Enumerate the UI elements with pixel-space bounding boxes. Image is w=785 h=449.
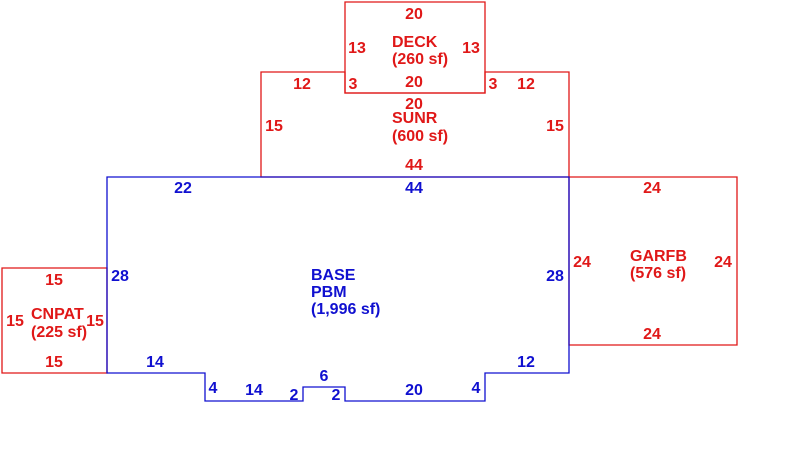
deck-code-label: DECK <box>392 34 438 51</box>
deck-area-label: (260 sf) <box>392 51 448 68</box>
deck-bottom-dimension: 20 <box>405 74 423 91</box>
deck-left-dimension: 13 <box>348 40 366 57</box>
base-notch-top-dimension: 6 <box>320 368 329 385</box>
carport-top-dimension: 15 <box>45 272 63 289</box>
carport-bottom-dimension: 15 <box>45 354 63 371</box>
sunroom-bottom-dimension: 44 <box>405 157 423 174</box>
sunroom-notch-right-dimension: 3 <box>489 76 498 93</box>
sunroom-top-left-dimension: 12 <box>293 76 311 93</box>
sunroom-top-right-dimension: 12 <box>517 76 535 93</box>
garage-bottom-dimension: 24 <box>643 326 661 343</box>
sunroom-notch-left-dimension: 3 <box>349 76 358 93</box>
base-left-dimension: 28 <box>111 268 129 285</box>
base-top-dimension: 44 <box>405 180 423 197</box>
carport-code-label: CNPAT <box>31 306 84 323</box>
base-bottom-mid-left-dimension: 14 <box>245 382 263 399</box>
base-notch-right-dimension: 2 <box>332 387 341 404</box>
base-outline <box>106 176 570 402</box>
deck-top-dimension: 20 <box>405 6 423 23</box>
base-step-right-dimension: 4 <box>472 380 481 397</box>
base-bottom-left-dimension: 14 <box>146 354 164 371</box>
base-area-label: (1,996 sf) <box>311 301 380 318</box>
carport-left-dimension: 15 <box>6 313 24 330</box>
deck-right-dimension: 13 <box>462 40 480 57</box>
sunroom-area-label: (600 sf) <box>392 128 448 145</box>
sunroom-code-label: SUNR <box>392 110 438 127</box>
garage-area-label: (576 sf) <box>630 265 686 282</box>
garage-left-dimension: 24 <box>573 254 591 271</box>
garage-top-dimension: 24 <box>643 180 661 197</box>
carport-area-label: (225 sf) <box>31 324 87 341</box>
sunroom-right-dimension: 15 <box>546 118 564 135</box>
garage-code-label: GARFB <box>630 248 687 265</box>
base-bottom-mid-right-dimension: 20 <box>405 382 423 399</box>
sunroom-left-dimension: 15 <box>265 118 283 135</box>
base-notch-left-dimension: 2 <box>290 387 299 404</box>
base-right-dimension: 28 <box>546 268 564 285</box>
base-bottom-right-dimension: 12 <box>517 354 535 371</box>
base-type-label: PBM <box>311 284 347 301</box>
base-top-left-dimension: 22 <box>174 180 192 197</box>
sunroom-top-dimension: 20 <box>405 96 423 113</box>
garage-right-dimension: 24 <box>714 254 732 271</box>
carport-right-dimension: 15 <box>86 313 104 330</box>
base-step-left-dimension: 4 <box>209 380 218 397</box>
base-code-label: BASE <box>311 267 356 284</box>
